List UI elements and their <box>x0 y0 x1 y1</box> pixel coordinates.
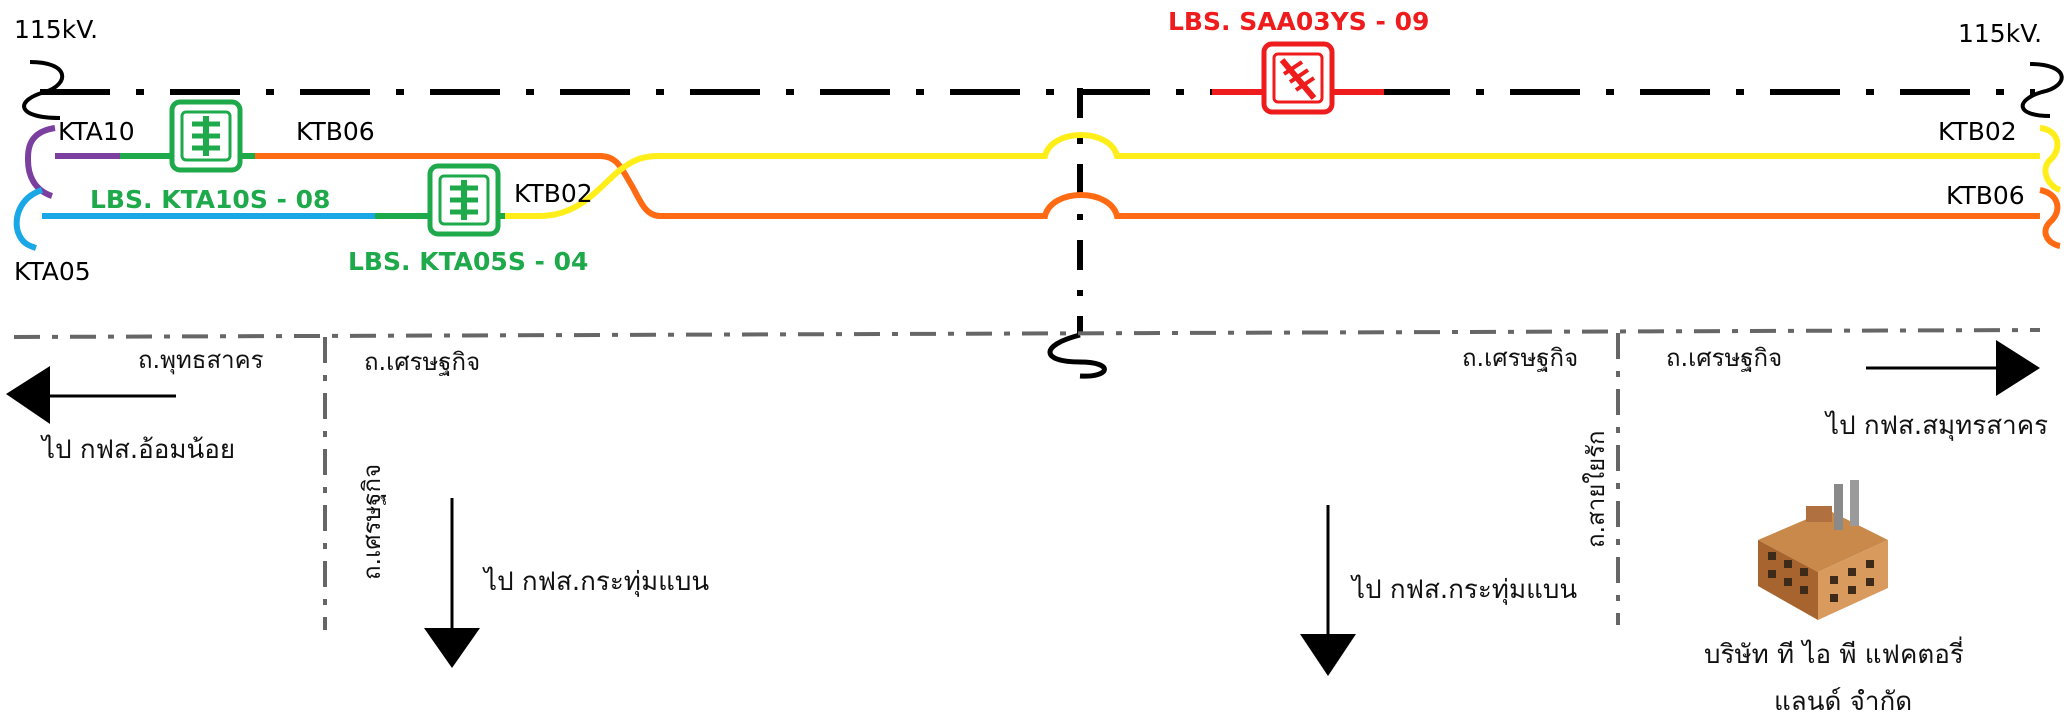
ktb06-cross <box>599 153 661 219</box>
company-name-line1: บริษัท ที ไอ พี แฟคตอรี่ <box>1704 636 1964 670</box>
arrow-icon <box>424 498 480 668</box>
ktb02-line <box>660 132 2040 159</box>
ktb06-line <box>660 192 2040 219</box>
road-label-setthakit-2: ถ.เศรษฐกิจ <box>1462 344 1578 372</box>
company-name-line2: แลนด์ จำกัด <box>1774 687 1912 717</box>
arrow-icon <box>1866 340 2040 396</box>
lbs-kta05s-label: LBS. KTA05S - 04 <box>348 247 588 276</box>
road-label-phutthasakhon: ถ.พุทธสาคร <box>138 346 264 375</box>
arrow-icon <box>1300 505 1356 676</box>
road-main <box>13 328 2041 339</box>
factory-icon <box>1758 480 1888 620</box>
dest-krathum-baen-1: ไป กฟส.กระทุ่มแบน <box>482 566 709 597</box>
arrow-icon <box>6 366 176 424</box>
dest-om-noi: ไป กฟส.อ้อมน้อย <box>40 434 235 465</box>
dest-krathum-baen-2: ไป กฟส.กระทุ่มแบน <box>1350 574 1577 605</box>
lbs-switch-icon[interactable] <box>169 99 243 173</box>
dest-samut-sakhon: ไป กฟส.สมุทรสาคร <box>1824 410 2048 441</box>
ktb06-right-cable <box>2039 187 2061 249</box>
road-label-setthakit-vertical: ถ.เศรษฐกิจ <box>358 464 386 580</box>
lbs-saa03ys-label: LBS. SAA03YS - 09 <box>1168 7 1429 36</box>
road-label-setthakit-3: ถ.เศรษฐกิจ <box>1666 344 1782 372</box>
vertical-tap <box>1047 88 1107 379</box>
feeder-ktb02-left: KTB02 <box>514 179 593 208</box>
tap-break-symbol <box>1047 332 1107 379</box>
ktb02-right-cable <box>2039 125 2062 193</box>
feeder-ktb06-left: KTB06 <box>296 117 375 146</box>
voltage-left: 115kV. <box>14 15 98 44</box>
kta05-cable <box>13 187 44 251</box>
lbs-kta10s-label: LBS. KTA10S - 08 <box>90 185 330 214</box>
voltage-right: 115kV. <box>1958 19 2042 48</box>
ktb02-cross <box>539 153 661 219</box>
bus-115kv <box>22 60 2064 120</box>
kta10-cable <box>24 125 56 199</box>
left-break-symbol <box>22 60 65 120</box>
feeder-ktb02-right: KTB02 <box>1938 117 2017 146</box>
road-label-setthakit-1: ถ.เศรษฐกิจ <box>364 348 480 376</box>
road-label-saiyairak: ถ.สายใยรัก <box>1582 430 1610 548</box>
feeder-ktb06-right: KTB06 <box>1946 181 2025 210</box>
lbs-switch-icon[interactable] <box>1261 41 1335 115</box>
feeder-kta10: KTA10 <box>58 117 135 146</box>
roads <box>13 328 2041 630</box>
lbs-switch-icon[interactable] <box>427 163 501 237</box>
right-break-symbol <box>2020 62 2064 118</box>
feeder-kta05: KTA05 <box>14 257 91 286</box>
